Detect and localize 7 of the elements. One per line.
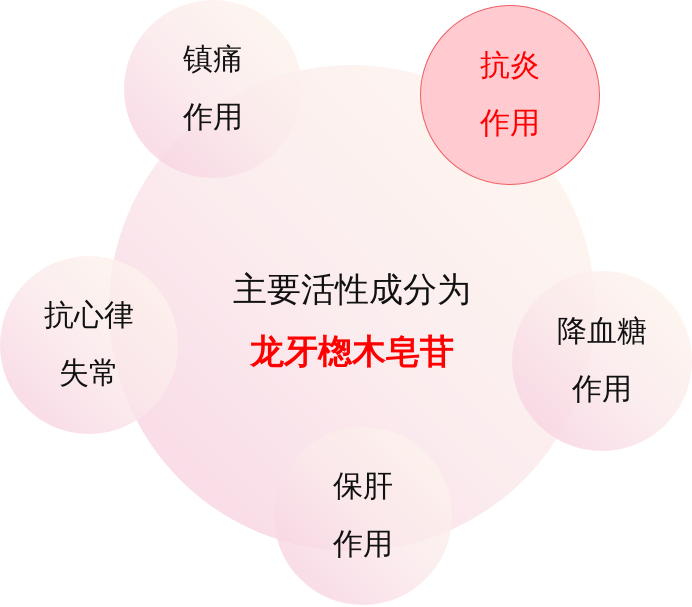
heading-text: 主要活性成分为 bbox=[233, 269, 471, 312]
node-label: 保肝作用 bbox=[332, 468, 394, 564]
highlight-text: 龙牙楤木皂苷 bbox=[250, 331, 454, 374]
node-label: 抗炎作用 bbox=[479, 47, 541, 143]
node-label: 镇痛作用 bbox=[182, 41, 244, 137]
node-label: 降血糖作用 bbox=[556, 313, 648, 409]
node-label: 抗心律失常 bbox=[43, 297, 135, 393]
